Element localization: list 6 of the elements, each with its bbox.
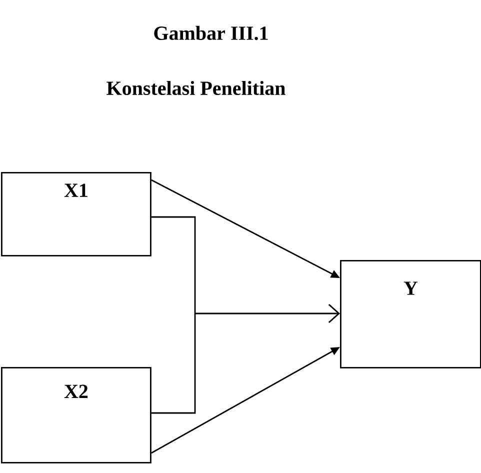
variable-box: Y <box>340 260 481 368</box>
variable-box: X1 <box>1 172 152 256</box>
caption: Konstelasi Penelitian <box>106 80 286 96</box>
variable-box: X2 <box>1 367 152 464</box>
bracket-arrow <box>150 216 340 414</box>
title: Gambar III.1 <box>154 26 268 40</box>
